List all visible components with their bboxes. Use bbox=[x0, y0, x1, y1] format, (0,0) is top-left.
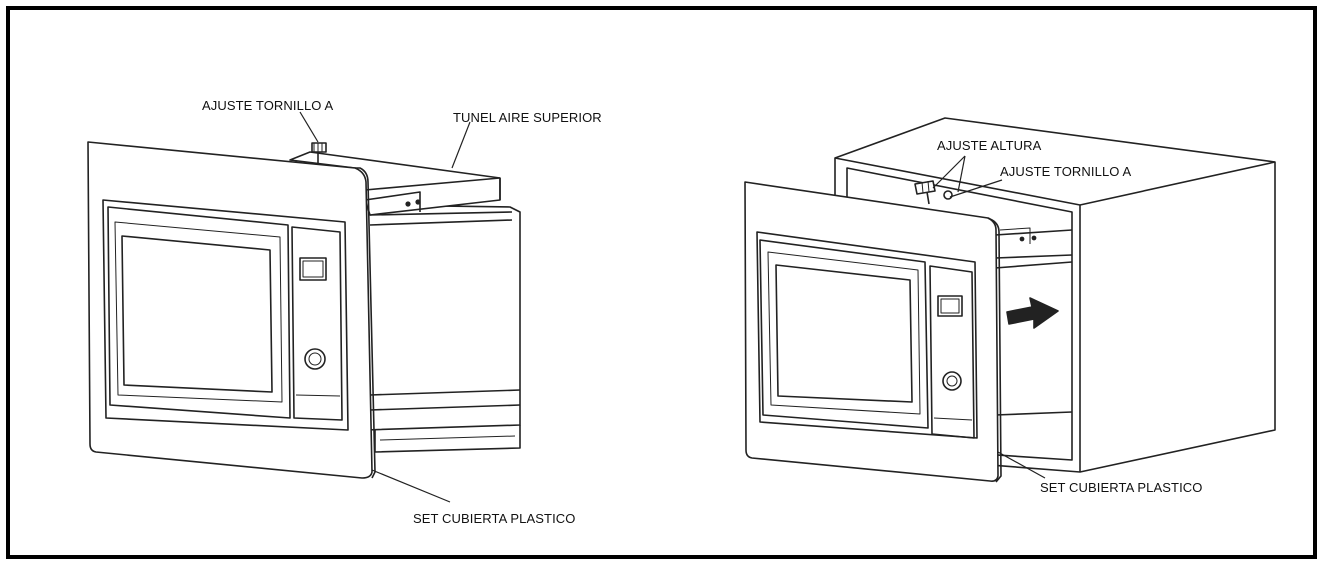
right-control-panel bbox=[929, 265, 975, 439]
left-leader-plastic-cover bbox=[371, 469, 451, 503]
right-microwave-body bbox=[994, 227, 1073, 416]
right-cabinet-assembly bbox=[744, 117, 1276, 483]
right-adjust-screw bbox=[914, 180, 953, 205]
right-label-height-adjust: AJUSTE ALTURA bbox=[937, 138, 1042, 153]
left-door bbox=[107, 206, 291, 419]
left-microwave-assembly bbox=[87, 111, 521, 503]
left-adjust-screw bbox=[311, 142, 327, 163]
left-control-panel bbox=[291, 226, 343, 421]
right-door bbox=[759, 239, 929, 429]
right-leader-height-adjust-1 bbox=[932, 155, 966, 189]
left-leader-air-tunnel bbox=[451, 121, 471, 169]
left-trim-frame bbox=[87, 141, 376, 479]
right-label-plastic-cover-set: SET CUBIERTA PLASTICO bbox=[1040, 480, 1203, 495]
right-leader-height-adjust-2 bbox=[957, 155, 966, 193]
right-label-adjust-screw: AJUSTE TORNILLO A bbox=[1000, 164, 1132, 179]
left-microwave-body bbox=[364, 204, 521, 453]
right-leader-adjust-screw bbox=[949, 179, 1003, 198]
left-label-upper-air-tunnel: TUNEL AIRE SUPERIOR bbox=[453, 110, 602, 125]
left-label-plastic-cover-set: SET CUBIERTA PLASTICO bbox=[413, 511, 576, 526]
right-leader-plastic-cover bbox=[997, 451, 1046, 479]
left-leader-adjust-screw bbox=[299, 111, 319, 143]
left-label-adjust-screw: AJUSTE TORNILLO A bbox=[202, 98, 334, 113]
right-insert-arrow bbox=[1006, 297, 1059, 329]
